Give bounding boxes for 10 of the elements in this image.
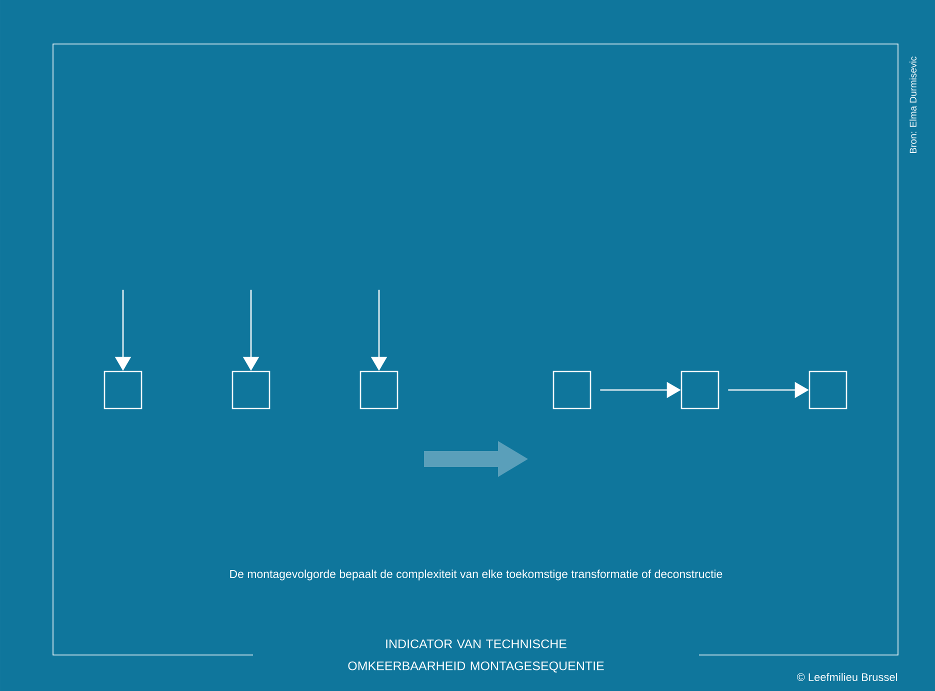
empty-box	[104, 370, 142, 410]
empty-box	[360, 370, 398, 410]
caption-text: De montagevolgorde bepaalt de complexiteit van elke toekomstige transformatie of deconstructie	[230, 570, 722, 580]
title: INDICATOR VAN TECHNISCHE OMKEERBAARHEID MONTAGESEQUENTIE	[348, 639, 604, 673]
empty-box	[552, 370, 592, 410]
empty-box	[680, 370, 720, 410]
source-credit: Bron: Elma Durmisevic	[910, 56, 916, 153]
empty-box	[808, 370, 848, 410]
empty-box	[232, 370, 270, 410]
copyright-note: © Leefmilieu Brussel	[796, 672, 898, 682]
